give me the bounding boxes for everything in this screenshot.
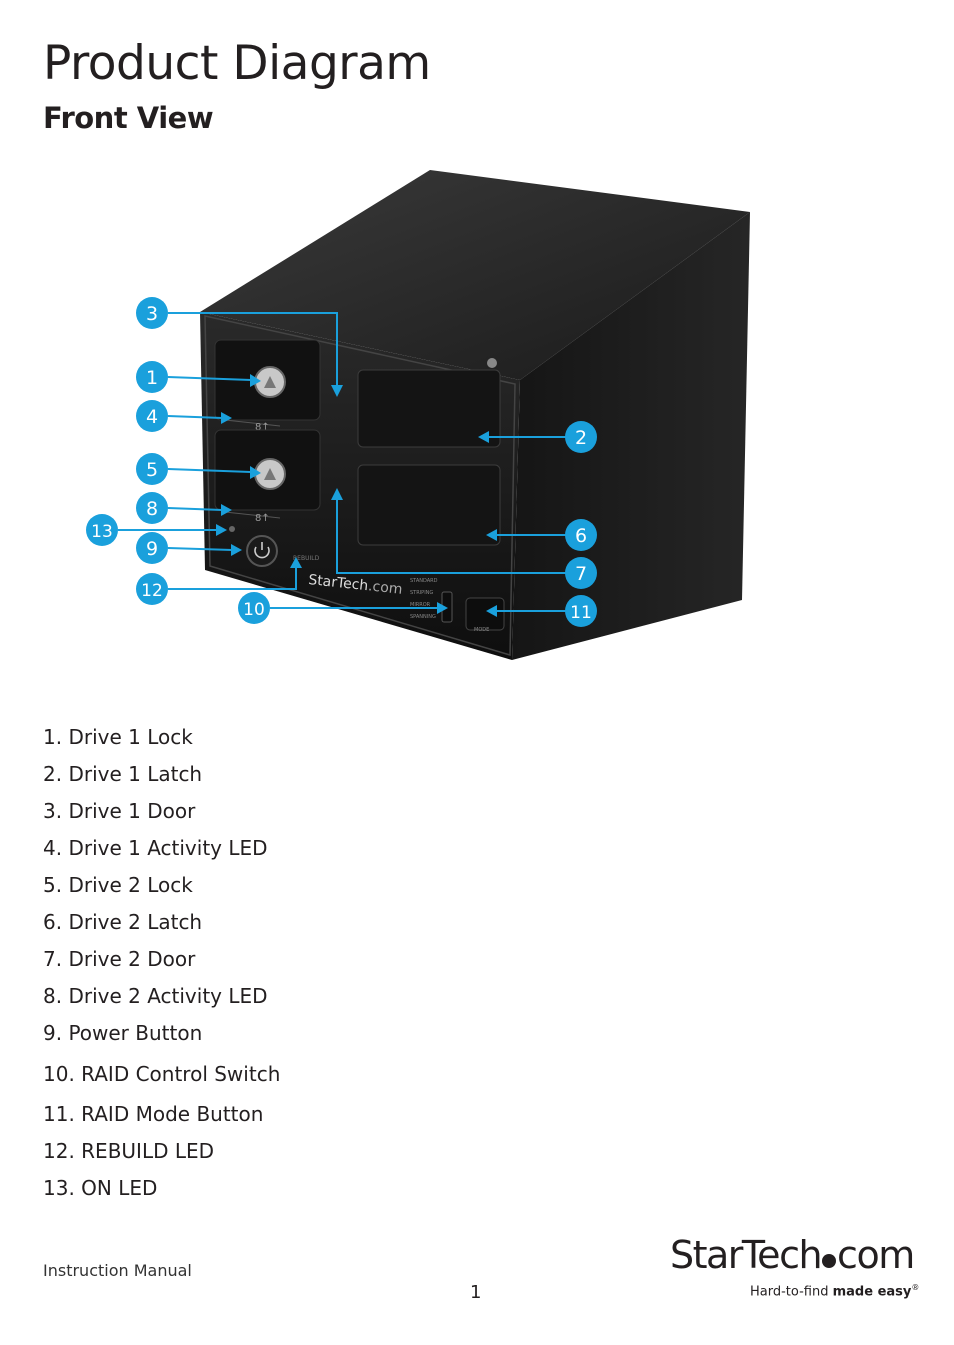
drive-2-door	[357, 464, 501, 546]
callout-4	[136, 400, 168, 432]
callout-7	[565, 557, 597, 589]
device-brand: StarTech.com	[308, 572, 404, 598]
list-item: 8. Drive 2 Activity LED	[43, 984, 268, 1008]
callout-8	[136, 492, 168, 524]
list-item: 2. Drive 1 Latch	[43, 762, 203, 786]
svg-text:4: 4	[146, 406, 158, 428]
list-item: 5. Drive 2 Lock	[43, 873, 193, 897]
screw-icon	[487, 358, 497, 368]
footer-manual-label: Instruction Manual	[43, 1261, 192, 1280]
callout-12	[136, 573, 168, 605]
list-item: 11. RAID Mode Button	[43, 1102, 264, 1126]
svg-text:11: 11	[570, 603, 592, 623]
svg-text:STANDARD: STANDARD	[410, 578, 438, 584]
svg-text:STRIPING: STRIPING	[410, 590, 433, 596]
svg-text:8: 8	[146, 498, 158, 520]
list-item: 6. Drive 2 Latch	[43, 910, 203, 934]
list-item: 13. ON LED	[43, 1176, 158, 1200]
page-number: 1	[470, 1282, 482, 1303]
svg-text:MODE: MODE	[474, 627, 489, 633]
svg-text:5: 5	[146, 459, 158, 481]
callout-leaders	[118, 312, 566, 612]
svg-text:MIRROR: MIRROR	[410, 602, 431, 608]
on-led	[229, 526, 235, 532]
raid-mode-button	[465, 597, 505, 631]
brand-dot-icon	[822, 1254, 837, 1268]
callout-13	[86, 514, 118, 546]
svg-text:9: 9	[146, 538, 158, 560]
svg-text:SPANNING: SPANNING	[410, 614, 436, 620]
callout-6	[565, 519, 597, 551]
list-item: 10. RAID Control Switch	[43, 1062, 281, 1086]
svg-text:13: 13	[91, 522, 113, 542]
callout-11	[565, 595, 597, 627]
brand-tagline: Hard-to-find made easy®	[750, 1283, 920, 1300]
svg-text:6: 6	[575, 525, 587, 547]
power-button-icon	[246, 535, 278, 567]
section-title: Front View	[43, 101, 214, 135]
callout-arrowheads	[216, 374, 497, 617]
page-title: Product Diagram	[43, 36, 431, 91]
svg-text:12: 12	[141, 581, 163, 601]
list-item: 7. Drive 2 Door	[43, 947, 196, 971]
svg-text:7: 7	[575, 563, 587, 585]
list-item: 1. Drive 1 Lock	[43, 725, 193, 749]
svg-text:1: 1	[146, 367, 158, 389]
callout-9	[136, 532, 168, 564]
drive-1-door	[357, 369, 501, 448]
list-item: 12. REBUILD LED	[43, 1139, 215, 1163]
callout-badges: 3 1 4 5 8 13 9 12 10 2 6 7 11	[86, 297, 597, 627]
svg-text:8↑: 8↑	[255, 422, 270, 433]
callout-10	[238, 592, 270, 624]
list-item: 4. Drive 1 Activity LED	[43, 836, 268, 860]
callout-3	[136, 297, 168, 329]
callout-1	[136, 361, 168, 393]
enclosure-illustration: 8↑ 8↑ REBUILD StarTech.com STANDARD STRI…	[86, 170, 750, 660]
list-item: 9. Power Button	[43, 1021, 203, 1045]
svg-text:10: 10	[243, 600, 265, 620]
rebuild-label: REBUILD	[293, 555, 320, 562]
svg-text:2: 2	[575, 427, 587, 449]
svg-text:8↑: 8↑	[255, 513, 270, 524]
enclosure-front-bezel	[204, 315, 516, 656]
product-diagram: 8↑ 8↑ REBUILD StarTech.com STANDARD STRI…	[0, 150, 954, 690]
callout-2	[565, 421, 597, 453]
enclosure-side	[512, 212, 750, 660]
mode-labels: STANDARD STRIPING MIRROR SPANNING	[410, 578, 438, 620]
list-item: 3. Drive 1 Door	[43, 799, 196, 823]
callout-5	[136, 453, 168, 485]
svg-text:3: 3	[146, 303, 158, 325]
